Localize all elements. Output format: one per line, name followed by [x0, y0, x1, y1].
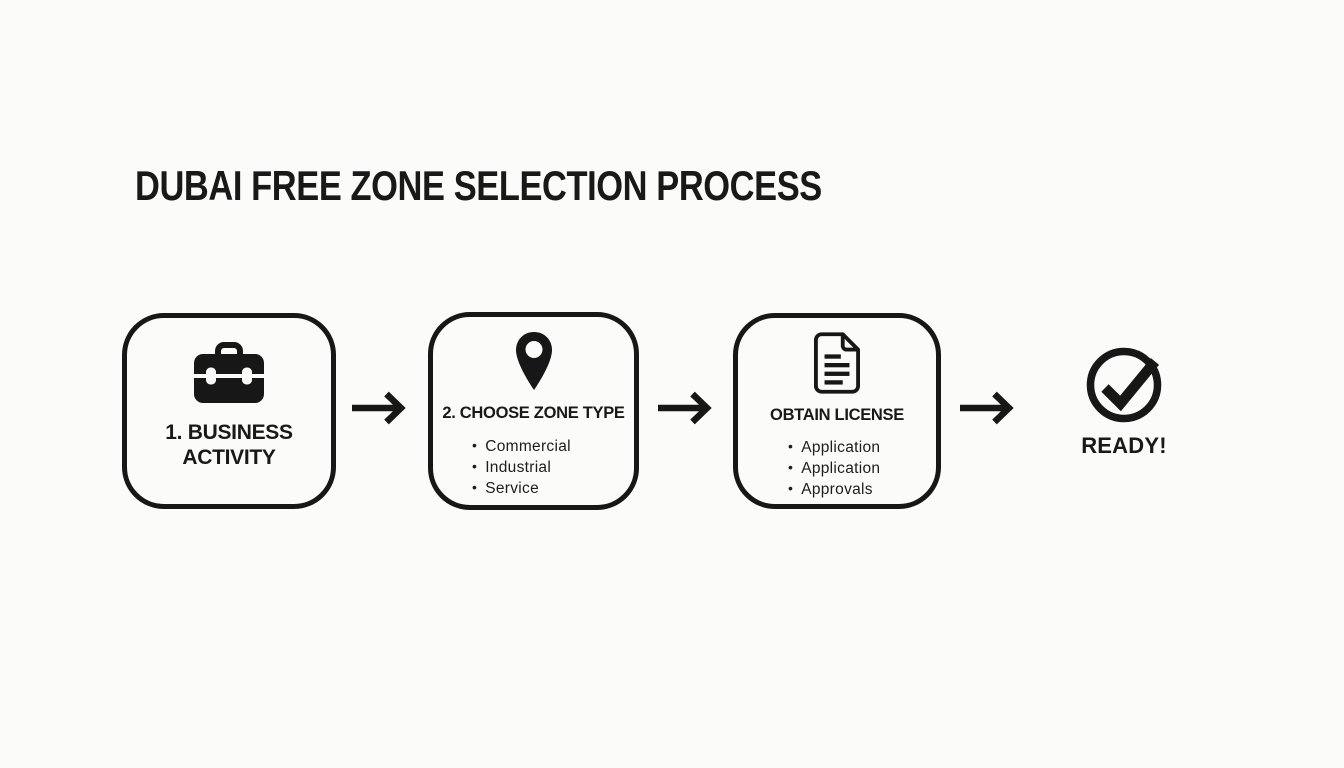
step-heading-obtain-license: OBTAIN LICENSE	[770, 406, 904, 424]
briefcase-icon	[194, 342, 264, 403]
zone-type-list: Commercial Industrial Service	[472, 436, 571, 499]
check-circle-icon	[1086, 347, 1162, 423]
step-heading-business-activity: 1. BUSINESS ACTIVITY	[127, 420, 331, 470]
license-steps-list: Application Application Approvals	[788, 437, 880, 500]
list-item: Service	[472, 478, 571, 499]
step-box-business-activity: 1. BUSINESS ACTIVITY	[122, 313, 336, 509]
list-item: Commercial	[472, 436, 571, 457]
location-pin-icon	[515, 332, 552, 390]
list-item: Application	[788, 458, 880, 479]
page-title: DUBAI FREE ZONE SELECTION PROCESS	[135, 162, 822, 209]
step-box-choose-zone-type: 2. CHOOSE ZONE TYPE Commercial Industria…	[428, 312, 639, 510]
list-item: Industrial	[472, 457, 571, 478]
document-icon	[814, 332, 860, 394]
step-heading-line: 1. BUSINESS	[165, 421, 293, 444]
step-heading-line: ACTIVITY	[182, 446, 276, 469]
arrow-right-icon	[658, 391, 712, 425]
list-item: Approvals	[788, 479, 880, 500]
ready-label: READY!	[1081, 433, 1167, 458]
arrow-right-icon	[352, 391, 406, 425]
arrow-right-icon	[960, 391, 1014, 425]
step-box-obtain-license: OBTAIN LICENSE Application Application A…	[733, 313, 941, 509]
step-heading-choose-zone-type: 2. CHOOSE ZONE TYPE	[442, 404, 625, 422]
list-item: Application	[788, 437, 880, 458]
